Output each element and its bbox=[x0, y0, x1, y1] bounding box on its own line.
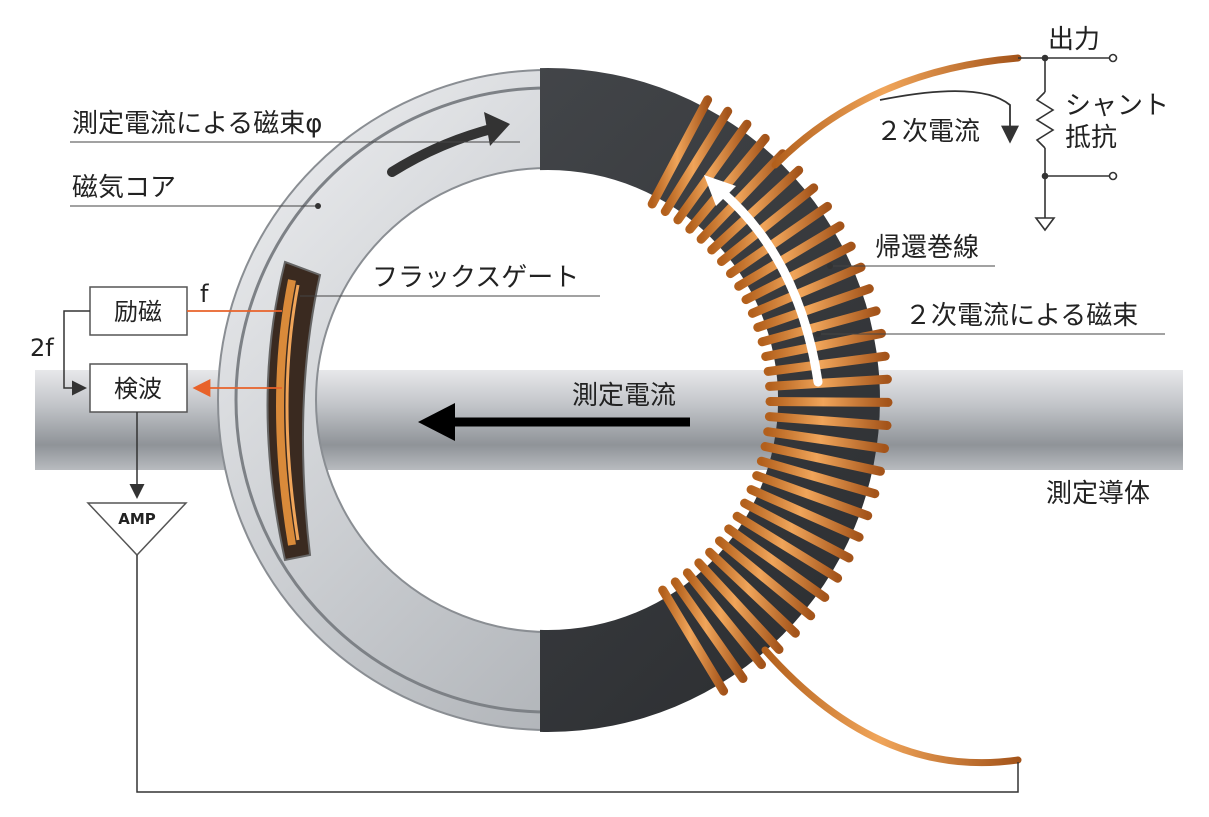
winding-turn bbox=[670, 577, 748, 683]
secondary-flux-arrow bbox=[717, 187, 823, 387]
winding-turn bbox=[756, 456, 880, 499]
shunt-resistor-label-2: 抵抗 bbox=[1065, 123, 1117, 153]
magnetic-core bbox=[217, 68, 548, 732]
winding-turn bbox=[694, 558, 784, 654]
output-label: 出力 bbox=[1048, 25, 1100, 55]
measured-conductor-label: 測定導体 bbox=[1046, 479, 1150, 509]
winding-turn bbox=[724, 524, 830, 602]
fluxgate-element bbox=[266, 260, 322, 562]
winding-turn bbox=[682, 568, 766, 670]
magnetic-core-label: 磁気コア bbox=[72, 173, 176, 203]
winding-turn bbox=[707, 165, 804, 255]
winding-turn bbox=[765, 374, 892, 391]
winding-turn bbox=[753, 284, 874, 332]
winding-turn bbox=[673, 119, 752, 225]
winding-turn bbox=[647, 95, 713, 209]
winding-turn bbox=[760, 442, 885, 476]
ground-symbol-icon bbox=[1034, 217, 1056, 232]
shunt-resistor-label-1: シャント bbox=[1065, 91, 1169, 121]
amp-block: AMP bbox=[86, 502, 188, 557]
winding-turn bbox=[765, 397, 893, 407]
winding-turn bbox=[705, 547, 800, 638]
detection-block: 検波 bbox=[89, 363, 188, 413]
svg-text:AMP: AMP bbox=[118, 510, 156, 528]
frequency-2f-label: 2f bbox=[30, 334, 54, 362]
measured-current-label: 測定電流 bbox=[572, 381, 676, 411]
flux-by-secondary-current-label: ２次電流による磁束 bbox=[905, 301, 1138, 331]
shunt-circuit bbox=[1018, 53, 1118, 232]
feedback-winding-label: 帰還巻線 bbox=[875, 233, 979, 263]
winding-turn bbox=[726, 201, 832, 279]
fluxgate-label: フラックスゲート bbox=[372, 263, 579, 293]
winding-turn bbox=[764, 412, 892, 430]
winding-turn bbox=[746, 485, 864, 542]
flux-by-measured-current-label: 測定電流による磁束φ bbox=[72, 109, 322, 139]
winding-turn bbox=[761, 328, 886, 361]
resistor-zigzag-icon bbox=[1035, 91, 1055, 149]
winding-turn bbox=[734, 221, 845, 291]
frequency-f-label: f bbox=[200, 280, 209, 308]
winding-turn bbox=[752, 471, 873, 521]
winding-turn bbox=[740, 498, 854, 563]
excitation-block: 励磁 bbox=[89, 286, 188, 336]
winding-turn bbox=[717, 183, 819, 266]
return-lead-wire bbox=[761, 646, 1022, 767]
secondary-current-arrow bbox=[879, 90, 1019, 144]
winding-turn bbox=[741, 241, 856, 305]
winding-turn bbox=[658, 585, 729, 696]
winding-turn bbox=[696, 149, 787, 244]
feedback-winding-coils bbox=[647, 95, 893, 696]
winding-turn bbox=[660, 106, 733, 216]
core-flux-arrow bbox=[387, 123, 500, 177]
winding-turn bbox=[763, 427, 889, 453]
winding-turn bbox=[715, 536, 816, 621]
winding-turn bbox=[732, 511, 843, 583]
svg-text:励磁: 励磁 bbox=[114, 298, 162, 326]
winding-turn bbox=[757, 306, 881, 347]
winding-turn bbox=[747, 262, 866, 318]
secondary-current-label: ２次電流 bbox=[876, 117, 980, 147]
output-lead-wire bbox=[771, 54, 1022, 169]
svg-text:検波: 検波 bbox=[114, 375, 162, 403]
winding-turn bbox=[763, 351, 890, 376]
